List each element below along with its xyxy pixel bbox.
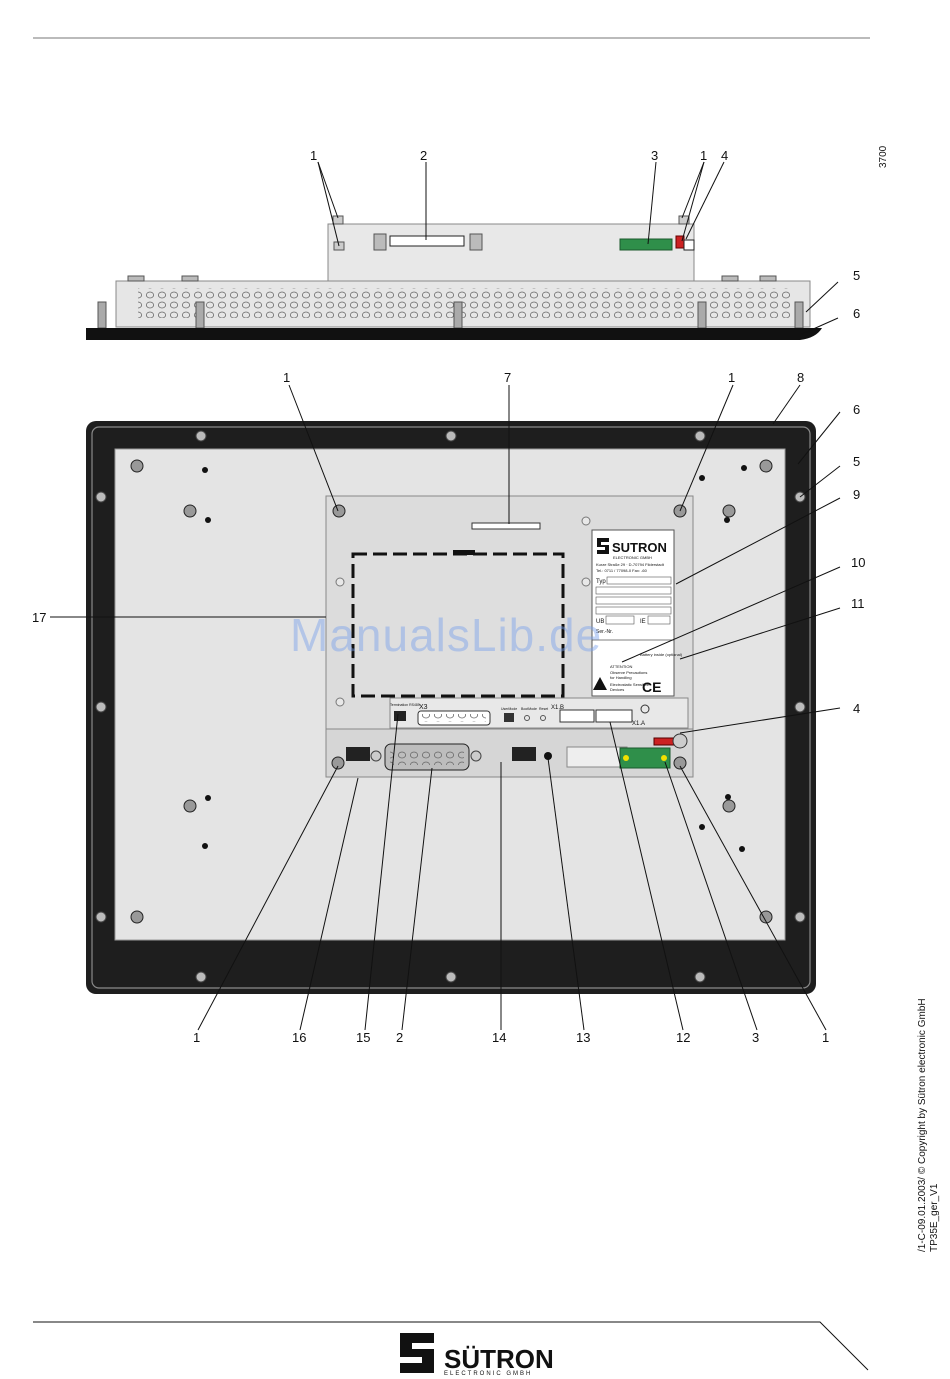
side-docid: TP35E_ger_V1 — [929, 1183, 940, 1252]
callout: 6 — [853, 306, 860, 321]
esd-handling: for Handling — [610, 675, 632, 680]
callout: 14 — [492, 1030, 506, 1045]
callout: 1 — [822, 1030, 829, 1045]
callout: 6 — [853, 402, 860, 417]
plate-ub: UB — [596, 619, 604, 625]
led-label-usermode: UserMode — [501, 707, 517, 711]
x1a-connector — [595, 709, 633, 723]
callout: 17 — [32, 610, 46, 625]
esd-warning-icon — [593, 677, 607, 690]
side-connector-x3 — [389, 235, 465, 247]
esd-observe: Observe Precautions — [610, 670, 647, 675]
side-copyright: /1-C-09.01.2003/ © Copyright by Sütron e… — [917, 998, 928, 1252]
callouts-rear-view: 1 7 1 8 6 5 9 10 11 17 4 — [32, 370, 865, 716]
side-upper-housing — [327, 223, 695, 282]
ce-mark: CE — [642, 679, 661, 695]
callout: 1 — [728, 370, 735, 385]
callout: 7 — [504, 370, 511, 385]
x1b-label: X1.B — [551, 705, 564, 711]
callouts-bottom: 1 16 15 2 14 13 12 3 1 — [193, 1030, 829, 1045]
callout: 3 — [651, 148, 658, 163]
ground-screw-icon — [672, 733, 688, 749]
callout: 3 — [752, 1030, 759, 1045]
footer-rule — [33, 1321, 869, 1371]
leader-lines — [50, 161, 841, 1031]
footer-logo-icon — [400, 1333, 434, 1373]
plate-address: Kurze Straße 29 · D-70794 Filderstadt — [596, 562, 665, 567]
esd-attention: ATTENTION — [610, 664, 632, 669]
battery-note: Battery inside (optional) — [640, 652, 683, 657]
callout: 13 — [576, 1030, 590, 1045]
led-label-reset: Reset — [539, 707, 548, 711]
callout: 11 — [851, 596, 865, 611]
display-cutout — [351, 552, 565, 698]
termination-label: Termination RS485 — [390, 703, 420, 707]
x1b-connector — [559, 709, 595, 723]
x3-label: X3 — [419, 704, 428, 711]
callout: 9 — [853, 487, 860, 502]
side-front-bezel — [86, 328, 822, 340]
green-power-connector — [619, 747, 671, 769]
callout: 15 — [356, 1030, 370, 1045]
callout: 8 — [797, 370, 804, 385]
panel-screws — [130, 459, 773, 924]
callout: 2 — [396, 1030, 403, 1045]
callout: 5 — [853, 454, 860, 469]
plate-brand: SUTRON — [612, 540, 667, 555]
led-label-bootmode: BootMode — [521, 707, 537, 711]
plate-typ: Typ — [596, 579, 606, 585]
callout: 1 — [700, 148, 707, 163]
side-green-connector — [619, 238, 673, 251]
type-label-plate: SUTRON ELECTRONIC GMBH Kurze Straße 29 ·… — [591, 529, 683, 697]
esd-electrostatic: Electrostatic Sensitive — [610, 682, 650, 687]
callout: 2 — [420, 148, 427, 163]
rear-view: SUTRON ELECTRONIC GMBH Kurze Straße 29 ·… — [86, 421, 816, 994]
footer-brand: SÜTRON — [444, 1344, 554, 1374]
callout: 1 — [283, 370, 290, 385]
side-view — [86, 215, 822, 340]
plate-ie: IE — [640, 619, 646, 625]
callout: 12 — [676, 1030, 690, 1045]
callouts-side-view: 1 2 3 1 4 5 6 — [310, 148, 860, 321]
ground-icon — [640, 704, 650, 714]
callout: 4 — [721, 148, 728, 163]
plate-brand-sub: ELECTRONIC GMBH — [613, 555, 652, 560]
esd-devices: Devices — [610, 687, 624, 692]
callout: 5 — [853, 268, 860, 283]
plate-phone: Tel.: 0711 / 77098-0 Fax: -60 — [596, 568, 648, 573]
connector-strip: Termination RS485 X3 UserMode BootMode R… — [389, 697, 689, 729]
figure-code: 3700 — [878, 145, 889, 168]
callout: 1 — [193, 1030, 200, 1045]
watermark-text: ManualsLib.de — [290, 609, 603, 661]
lower-module-parts — [346, 733, 688, 771]
footer-sub: ELECTRONIC GMBH — [444, 1371, 533, 1377]
plate-logo-icon — [597, 538, 609, 554]
callout: 10 — [851, 555, 865, 570]
plate-serial: Ser.-Nr. — [596, 629, 613, 635]
bezel-screws — [95, 430, 806, 983]
callout: 1 — [310, 148, 317, 163]
callout: 16 — [292, 1030, 306, 1045]
x1a-label: X1.A — [632, 721, 645, 727]
callout: 4 — [853, 701, 860, 716]
